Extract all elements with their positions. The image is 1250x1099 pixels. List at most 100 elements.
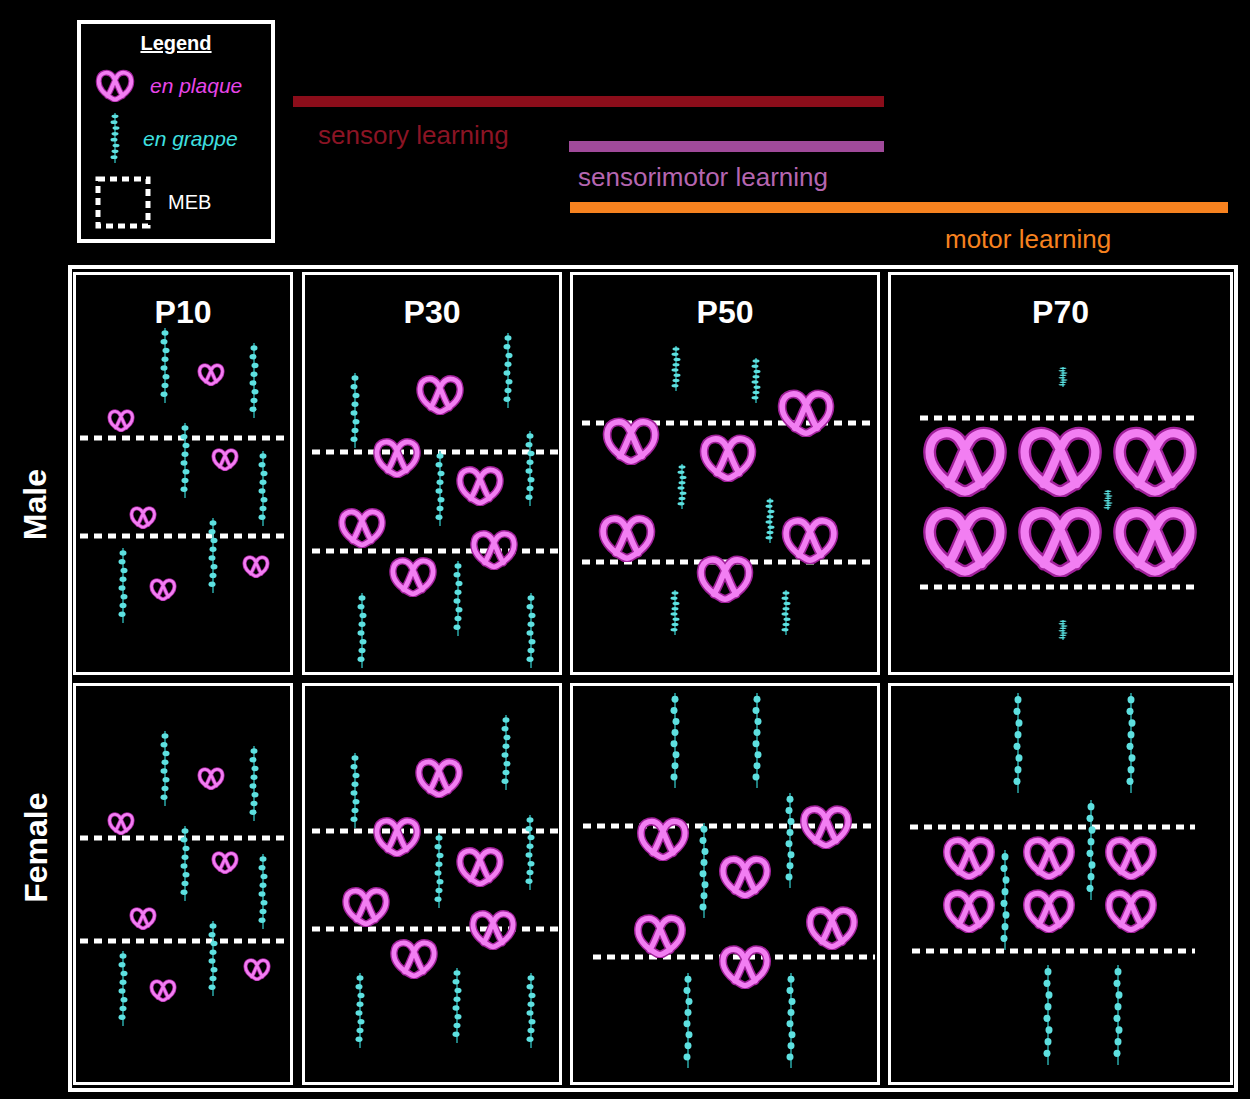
grappe xyxy=(526,815,535,890)
plaque xyxy=(947,840,991,876)
plaque xyxy=(701,560,749,599)
meb-line xyxy=(593,955,875,960)
grappe xyxy=(435,833,444,908)
plaque xyxy=(1120,513,1191,571)
age-panel: P70 xyxy=(888,272,1233,675)
plaque xyxy=(110,411,133,430)
plaque xyxy=(638,918,682,954)
plaque xyxy=(214,450,237,469)
grappe xyxy=(502,715,511,790)
plaque xyxy=(804,809,848,845)
meb-icon xyxy=(98,179,148,226)
plaque xyxy=(704,439,752,478)
grappe xyxy=(259,451,268,526)
grappe xyxy=(786,793,795,888)
grappe xyxy=(671,590,680,635)
plaque xyxy=(1027,840,1071,876)
plaque xyxy=(723,859,767,895)
grappe xyxy=(527,593,536,668)
outer-frame xyxy=(70,267,1236,1090)
meb-line xyxy=(80,939,292,944)
legend-entry: MEB xyxy=(168,191,211,213)
grappe xyxy=(1114,965,1123,1065)
plaque xyxy=(246,960,269,979)
grappe xyxy=(259,854,268,929)
plaque xyxy=(214,853,237,872)
plaque xyxy=(1025,433,1096,491)
grappe xyxy=(1127,693,1136,793)
grappe xyxy=(1001,850,1010,950)
plaque xyxy=(420,379,460,412)
timeline-label: motor learning xyxy=(945,225,1111,254)
meb-line xyxy=(312,450,558,455)
timeline-label: sensory learning xyxy=(318,121,509,150)
grappe xyxy=(119,951,128,1026)
grappe xyxy=(1059,367,1068,387)
grappe xyxy=(356,973,365,1048)
plaque xyxy=(110,814,133,833)
meb-line xyxy=(912,949,1195,954)
grappe xyxy=(1087,800,1096,900)
meb-line xyxy=(80,534,292,539)
plaque xyxy=(607,422,655,461)
plaque xyxy=(200,769,223,788)
panel-frame xyxy=(572,685,879,1084)
grappe xyxy=(209,518,218,593)
motor-bar xyxy=(570,202,1228,213)
grappe xyxy=(1104,490,1113,510)
plaque xyxy=(132,508,155,527)
age-panel: P30 xyxy=(302,272,562,675)
grappe xyxy=(209,921,218,996)
meb-line xyxy=(920,585,1200,590)
plaque xyxy=(394,943,434,976)
grappe-icon xyxy=(111,113,120,163)
plaque xyxy=(393,561,433,594)
meb-line xyxy=(910,825,1195,830)
grappe xyxy=(351,753,360,828)
grappe xyxy=(351,373,360,448)
plaque xyxy=(346,891,386,924)
sensory-bar xyxy=(293,96,884,107)
grappe xyxy=(119,548,128,623)
plaque xyxy=(786,521,834,560)
plaque xyxy=(460,470,500,503)
meb-line xyxy=(920,416,1200,421)
grappe xyxy=(504,333,513,408)
grappe xyxy=(454,561,463,636)
plaque xyxy=(419,762,459,795)
grappe xyxy=(753,693,762,788)
plaque xyxy=(930,513,1001,571)
sensorimotor-bar xyxy=(569,141,884,152)
legend-box: Legend en plaque en grappeMEB xyxy=(77,20,275,243)
sex-label: Male xyxy=(18,469,53,540)
grappe xyxy=(1059,620,1068,640)
grappe xyxy=(181,423,190,498)
legend-entry: en plaque xyxy=(150,74,242,97)
grappe xyxy=(684,973,693,1068)
plaque xyxy=(782,394,830,433)
plaque xyxy=(132,909,155,928)
plaque xyxy=(377,442,417,475)
panel-frame xyxy=(75,685,292,1084)
age-label: P70 xyxy=(1032,295,1089,330)
plaque xyxy=(810,910,854,946)
plaque xyxy=(1025,513,1096,571)
grappe xyxy=(700,823,709,918)
plaque-icon xyxy=(99,73,131,100)
legend-title: Legend xyxy=(140,32,211,54)
age-panel: P10 xyxy=(73,272,293,675)
plaque xyxy=(1109,893,1153,929)
grappe xyxy=(526,431,535,506)
plaque xyxy=(603,519,651,558)
grappe xyxy=(181,826,190,901)
panel-frame xyxy=(304,685,561,1084)
plaque xyxy=(947,893,991,929)
grappe xyxy=(527,973,536,1048)
grappe xyxy=(1044,965,1053,1065)
grappe xyxy=(671,693,680,788)
grappe xyxy=(672,346,681,391)
plaque xyxy=(152,981,175,1000)
legend-entry: en grappe xyxy=(143,127,238,150)
plaque xyxy=(342,512,382,545)
plaque xyxy=(723,949,767,985)
